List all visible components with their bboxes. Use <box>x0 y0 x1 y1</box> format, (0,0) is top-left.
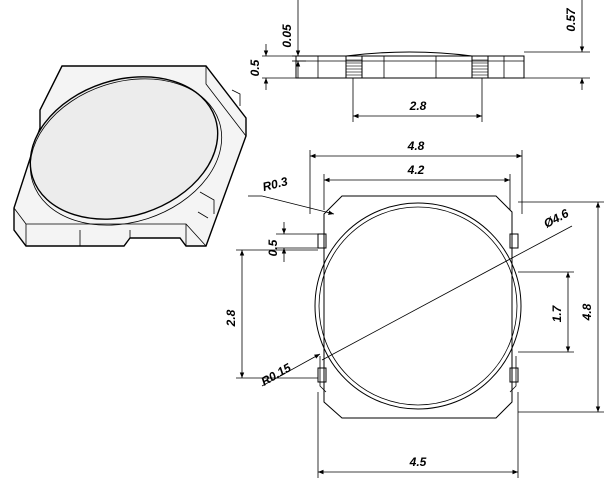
dim-top-inner: 4.2 <box>407 163 425 177</box>
dim-side-total: 0.57 <box>564 7 578 32</box>
dim-corner-radius: R0.3 <box>261 174 289 194</box>
dim-bottom-width: 4.5 <box>409 455 427 469</box>
dim-height-total: 4.8 <box>580 303 594 321</box>
dim-pad-height-left: 2.8 <box>224 309 238 327</box>
dim-top-width: 4.8 <box>407 139 425 153</box>
dim-diameter: Ø4.6 <box>541 206 571 231</box>
dim-corner-radius-small: R0.15 <box>259 360 294 388</box>
top-view <box>236 150 604 478</box>
side-view <box>262 0 590 122</box>
dim-side-height: 0.5 <box>248 59 262 76</box>
isometric-view <box>13 65 247 247</box>
dim-side-width: 2.8 <box>409 99 427 113</box>
dim-top-thickness: 0.05 <box>280 24 294 48</box>
dim-pad-small: 0.5 <box>266 239 280 256</box>
dim-pad-height-right: 1.7 <box>550 304 564 322</box>
